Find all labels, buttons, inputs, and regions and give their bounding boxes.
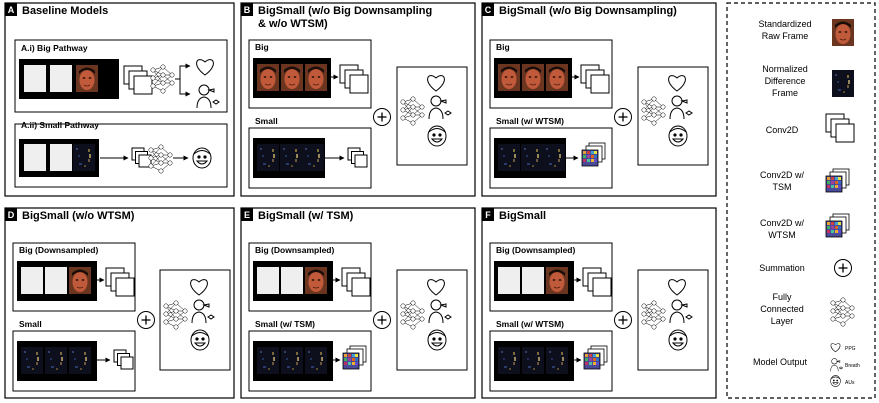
legend-diff-frame-line2: Difference xyxy=(765,76,806,86)
legend-wtsm-line1: Conv2D w/ xyxy=(760,218,805,228)
legend-raw-frame-line1: Standardized xyxy=(758,19,811,29)
summation-icon xyxy=(372,310,392,330)
panel-c-big-label: Big xyxy=(496,42,510,52)
legend-fc-line3: Layer xyxy=(771,316,794,326)
panel-e-small-label: Small (w/ TSM) xyxy=(255,319,315,329)
legend-diff-frame-line1: Normalized xyxy=(762,64,808,74)
legend-aus: AUs xyxy=(845,380,855,386)
legend-diff-frame-line3: Frame xyxy=(772,88,798,98)
panel-c: C BigSmall (w/o Big Downsampling) Big Sm… xyxy=(481,2,717,197)
raw-frame-icon xyxy=(831,18,855,47)
au-face-icon xyxy=(830,375,841,387)
summation-icon xyxy=(833,258,853,278)
legend-summation: Summation xyxy=(759,263,805,273)
panel-b-title-line2: & w/o WTSM) xyxy=(258,18,328,30)
panel-c-letter: C xyxy=(485,5,492,15)
panel-d-small-label: Small xyxy=(19,319,42,329)
legend-breath: Breath xyxy=(845,363,860,369)
panel-f-small-label: Small (w/ WTSM) xyxy=(496,319,564,329)
legend-conv2d: Conv2D xyxy=(766,125,799,135)
panel-d-title: BigSmall (w/o WTSM) xyxy=(22,210,135,222)
legend-fc-line1: Fully xyxy=(772,292,792,302)
legend-tsm-line2: TSM xyxy=(773,182,792,192)
legend-tsm-line1: Conv2D w/ xyxy=(760,170,805,180)
panel-a: A Baseline Models A.i) Big Pathway A.ii)… xyxy=(4,2,235,197)
panel-b-big-label: Big xyxy=(255,42,269,52)
panel-f-title: BigSmall xyxy=(499,210,546,222)
panel-e-title: BigSmall (w/ TSM) xyxy=(258,210,354,222)
panel-a-small-pathway-label: A.ii) Small Pathway xyxy=(21,120,99,130)
legend-ppg: PPG xyxy=(845,346,856,352)
panel-d-big-label: Big (Downsampled) xyxy=(19,245,99,255)
summation-icon xyxy=(613,310,633,330)
panel-b-small-label: Small xyxy=(255,116,278,126)
legend-wtsm-line2: WTSM xyxy=(768,230,796,240)
legend-model-output: Model Output xyxy=(753,357,808,367)
summation-icon xyxy=(372,107,392,127)
difference-frame-icon xyxy=(832,70,854,97)
summation-icon xyxy=(613,107,633,127)
summation-icon xyxy=(136,310,156,330)
panel-b-title-line1: BigSmall (w/o Big Downsampling xyxy=(258,5,432,17)
panel-f-letter: F xyxy=(485,210,491,220)
panel-e-big-label: Big (Downsampled) xyxy=(255,245,335,255)
panel-e-letter: E xyxy=(244,210,250,220)
legend: Standardized Raw Frame Normalized Differ… xyxy=(726,2,876,399)
panel-f: F BigSmall Big (Downsampled) Small (w/ W… xyxy=(481,207,717,399)
panel-d-letter: D xyxy=(8,210,15,220)
legend-raw-frame-line2: Raw Frame xyxy=(762,31,809,41)
panel-a-letter: A xyxy=(8,5,15,15)
panel-a-title: Baseline Models xyxy=(22,5,108,17)
panel-c-title: BigSmall (w/o Big Downsampling) xyxy=(499,5,677,17)
au-face-icon xyxy=(192,147,212,169)
panel-f-big-label: Big (Downsampled) xyxy=(496,245,576,255)
panel-b-letter: B xyxy=(244,5,251,15)
panel-c-small-label: Small (w/ WTSM) xyxy=(496,116,564,126)
panel-a-big-pathway-label: A.i) Big Pathway xyxy=(21,43,88,53)
panel-a-letter-badge xyxy=(5,3,17,16)
panel-e: E BigSmall (w/ TSM) Big (Downsampled) Sm… xyxy=(240,207,476,399)
panel-d: D BigSmall (w/o WTSM) Big (Downsampled) … xyxy=(4,207,235,399)
panel-b: B BigSmall (w/o Big Downsampling & w/o W… xyxy=(240,2,476,197)
legend-fc-line2: Connected xyxy=(760,304,804,314)
